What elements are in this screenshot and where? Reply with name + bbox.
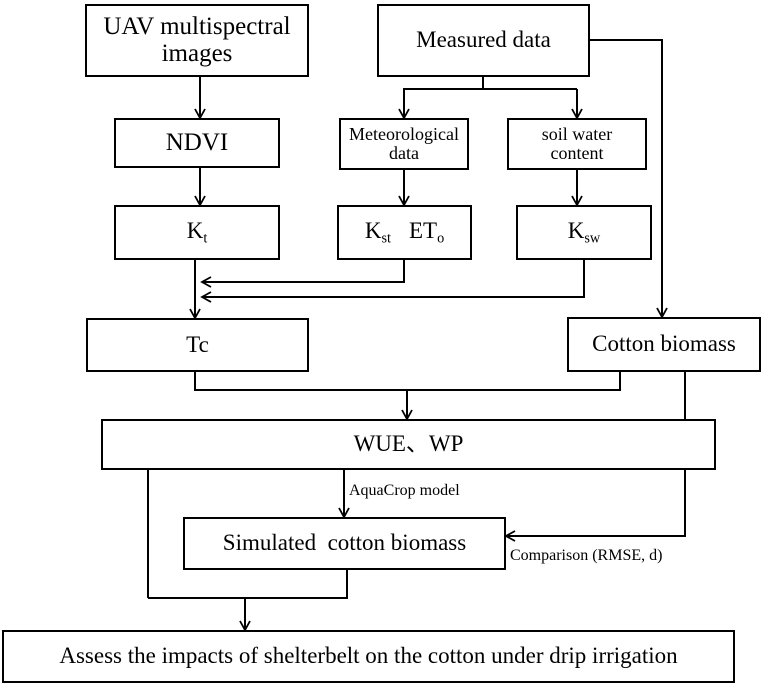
wue-wp-box: WUE、WP	[101, 419, 716, 470]
tc-box: Tc	[86, 318, 309, 372]
arrow-measured-cotton	[590, 39, 668, 319]
aquacrop-label: AquaCrop model	[349, 482, 460, 499]
tc-label: Tc	[186, 331, 209, 357]
kst-symbol: Kst	[364, 217, 391, 247]
ksw-symbol: Ksw	[567, 217, 601, 247]
ndvi-box: NDVI	[114, 118, 280, 168]
simulated-biomass-label: Simulated cotton biomass	[222, 530, 467, 556]
soil-water-box: soil water content	[507, 118, 647, 170]
meteorological-box: Meteorological data	[339, 118, 469, 170]
kst-eto-box: Kst ETo	[337, 205, 472, 260]
arrow-merge-wue	[194, 372, 621, 391]
arrow-kst-tc	[200, 260, 405, 288]
cotton-biomass-label: Cotton biomass	[592, 331, 736, 357]
assess-label: Assess the impacts of shelterbelt on the…	[59, 643, 678, 669]
eto-symbol: ETo	[408, 217, 445, 247]
ksw-box: Ksw	[516, 205, 652, 260]
wue-wp-label: WUE、WP	[353, 431, 464, 457]
ndvi-label: NDVI	[165, 128, 229, 156]
arrow-ksw-tc	[200, 260, 585, 303]
kt-symbol: Kt	[186, 217, 208, 247]
arrow-measured-split	[403, 77, 484, 118]
comparison-label: Comparison (RMSE, d)	[510, 547, 663, 564]
assess-box: Assess the impacts of shelterbelt on the…	[2, 630, 735, 683]
soil-water-label: soil water content	[541, 124, 613, 163]
cotton-biomass-box: Cotton biomass	[567, 317, 761, 372]
meteorological-label: Meteorological data	[349, 124, 459, 163]
measured-data-label: Measured data	[416, 27, 551, 53]
kt-box: Kt	[114, 205, 280, 260]
line-simulated-down	[148, 570, 348, 599]
measured-data-box: Measured data	[377, 4, 590, 77]
uav-images-label: UAV multispectral images	[103, 13, 291, 67]
uav-images-box: UAV multispectral images	[85, 4, 309, 77]
simulated-biomass-box: Simulated cotton biomass	[183, 517, 506, 570]
